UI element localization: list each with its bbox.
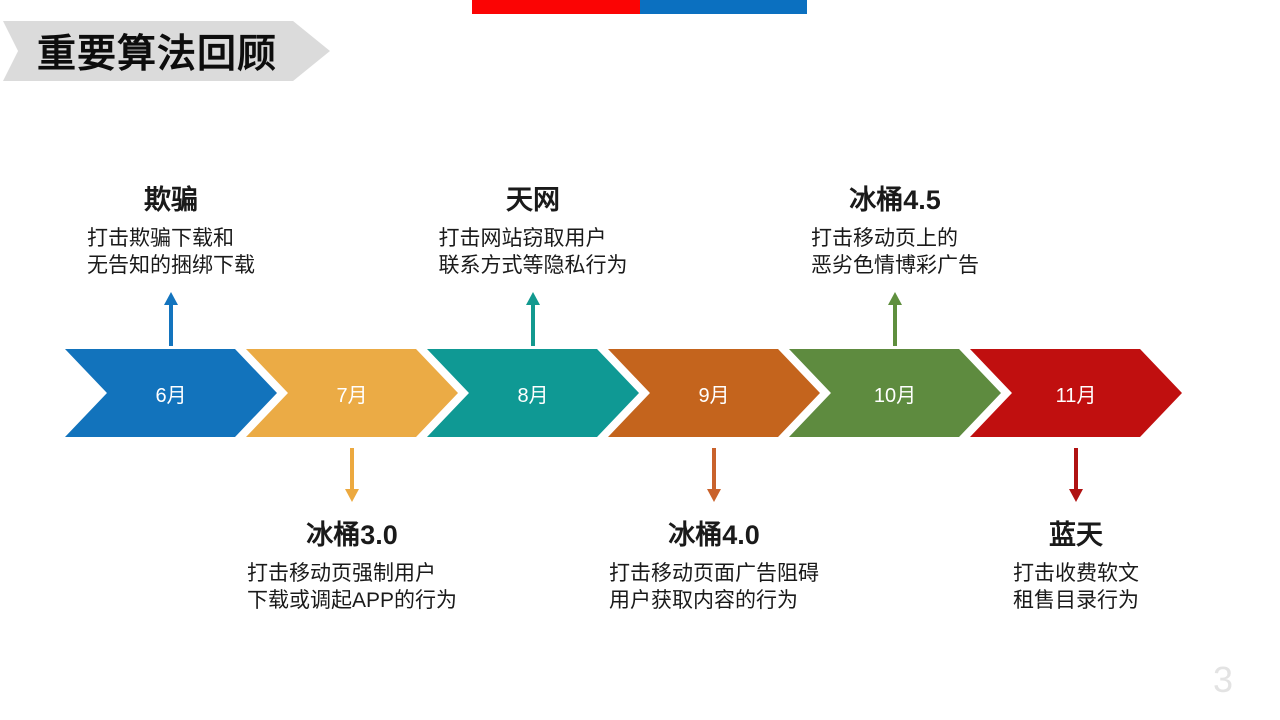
annotation-title: 天网 [506,185,560,215]
down-arrow-icon [707,448,721,502]
annotation-body: 打击移动页上的 恶劣色情博彩广告 [811,227,979,277]
annotation-title: 冰桶4.0 [668,520,760,550]
month-label: 6月 [155,384,187,407]
month-chevron: 8月 [427,349,639,437]
month-chevron: 7月 [246,349,458,437]
month-label: 7月 [336,384,368,407]
page-number: 3 [1212,659,1234,700]
top-accent-bar-red [472,0,640,14]
down-arrow-icon [1069,448,1083,502]
month-chevron: 9月 [608,349,820,437]
month-chevron: 10月 [789,349,1001,437]
annotation-body: 打击网站窃取用户 联系方式等隐私行为 [438,227,628,277]
annotation-title: 冰桶4.5 [849,185,941,215]
annotation-qipian: 欺骗 打击欺骗下载和 无告知的捆绑下载 [41,184,301,279]
annotation-bingtong40: 冰桶4.0 打击移动页面广告阻碍 用户获取内容的行为 [584,519,844,614]
month-label: 9月 [698,384,730,407]
month-chevron: 6月 [65,349,277,437]
month-label: 11月 [1055,384,1097,407]
annotation-bingtong45: 冰桶4.5 打击移动页上的 恶劣色情博彩广告 [765,184,1025,279]
up-arrow-icon [888,292,902,346]
up-arrow-icon [164,292,178,346]
month-chevron: 11月 [970,349,1182,437]
month-label: 8月 [517,384,549,407]
annotation-title: 蓝天 [1049,520,1103,550]
annotation-body: 打击移动页强制用户 下载或调起APP的行为 [246,562,458,612]
annotation-title: 欺骗 [144,185,198,215]
month-label: 10月 [873,384,917,407]
top-accent-bar-blue [640,0,807,14]
annotation-body: 打击欺骗下载和 无告知的捆绑下载 [87,227,255,277]
down-arrow-icon [345,448,359,502]
page-title: 重要算法回顾 [37,33,278,76]
annotation-body: 打击收费软文 租售目录行为 [1013,562,1139,612]
annotation-tianwang: 天网 打击网站窃取用户 联系方式等隐私行为 [403,184,663,279]
annotation-lantian: 蓝天 打击收费软文 租售目录行为 [946,519,1206,614]
up-arrow-icon [526,292,540,346]
annotation-bingtong30: 冰桶3.0 打击移动页强制用户 下载或调起APP的行为 [222,519,482,614]
annotation-title: 冰桶3.0 [306,520,398,550]
annotation-body: 打击移动页面广告阻碍 用户获取内容的行为 [609,562,819,612]
title-banner: 重要算法回顾 [3,21,330,81]
